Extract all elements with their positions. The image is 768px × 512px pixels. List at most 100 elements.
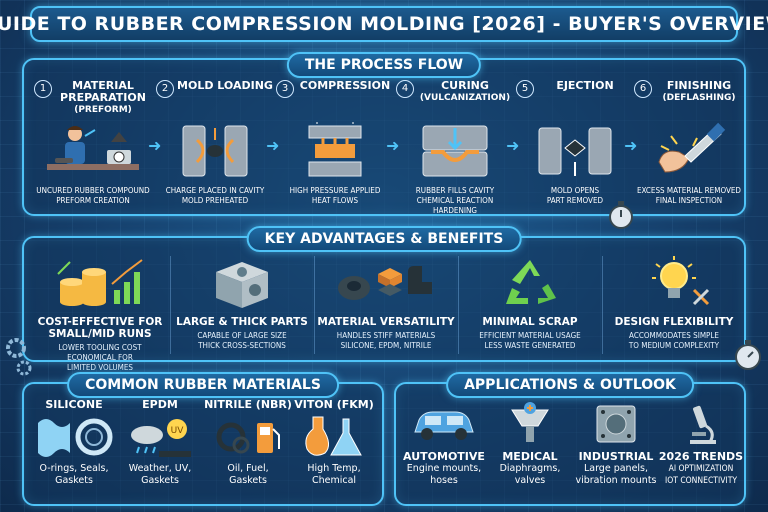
step-desc-line: PART REMOVED <box>546 196 604 205</box>
step-title: COMPRESSION <box>299 79 391 92</box>
advantage-desc-line: CAPABLE OF LARGE SIZE <box>197 331 287 340</box>
title-banner: GUIDE TO RUBBER COMPRESSION MOLDING [202… <box>0 6 768 42</box>
advantage-desc-line: SILICONE, EPDM, NITRILE <box>340 341 432 350</box>
advantage-title-line: SMALL/MID RUNS <box>48 328 152 340</box>
advantage-design-flexibility: DESIGN FLEXIBILITY ACCOMMODATES SIMPLE T… <box>604 252 744 351</box>
step-subtitle: (VULCANIZATION) <box>419 93 511 103</box>
material-nitrile: NITRILE (NBR) Oil, Fuel, Gaskets <box>204 398 292 487</box>
o-ring-icon <box>38 418 113 457</box>
step-title: FINISHING <box>666 79 732 92</box>
advantage-material-versatility: MATERIAL VERSATILITY HANDLES STIFF MATER… <box>316 252 456 351</box>
advantages-panel <box>22 236 746 362</box>
flow-arrow-icon: ➜ <box>386 136 400 155</box>
advantage-cost-effective: COST-EFFECTIVE FOR SMALL/MID RUNS LOWER … <box>30 252 170 373</box>
material-desc-line: Weather, UV, <box>128 463 192 474</box>
advantage-desc-line: TO MEDIUM COMPLEXITY <box>628 341 720 350</box>
step-desc-line: CHARGE PLACED IN CAVITY <box>165 186 265 195</box>
application-desc-line: vibration mounts <box>575 475 657 486</box>
advantage-desc-line: THICK CROSS-SECTIONS <box>198 341 286 350</box>
step-number: 2 <box>156 80 174 98</box>
step-number: 6 <box>634 80 652 98</box>
open-mold-icon <box>182 125 248 177</box>
step-title: EJECTION <box>556 79 614 92</box>
advantages-heading: KEY ADVANTAGES & BENEFITS <box>246 226 522 252</box>
step-number: 3 <box>276 80 294 98</box>
worker-scale-icon <box>47 126 139 170</box>
applications-heading: APPLICATIONS & OUTLOOK <box>446 372 694 398</box>
advantage-title-line: LARGE & THICK PARTS <box>176 316 308 328</box>
step-desc-line: UNCURED RUBBER COMPOUND <box>36 186 150 195</box>
fuel-pump-icon <box>216 422 280 454</box>
step-subtitle: (DEFLASHING) <box>662 93 736 103</box>
process-step-5: 5 EJECTION MOLD OPENS PART REMOVED <box>516 80 634 206</box>
step-desc-line: MOLD PREHEATED <box>181 196 249 205</box>
advantage-desc-line: HANDLES STIFF MATERIALS <box>336 331 436 340</box>
process-flow-panel <box>22 58 746 216</box>
application-automotive: AUTOMOTIVE Engine mounts, hoses <box>402 398 486 487</box>
step-desc-line: FINAL INSPECTION <box>655 196 723 205</box>
material-viton: VITON (FKM) High Temp, Chemical <box>290 398 378 487</box>
recycle-icon <box>506 260 556 304</box>
process-step-4: 4 CURING (VULCANIZATION) RUBBER FILLS CA… <box>396 80 514 216</box>
process-step-3: 3 COMPRESSION HIGH PRESSURE APPLIED HEAT… <box>276 80 394 206</box>
application-name: MEDICAL <box>502 450 558 463</box>
cure-mold-icon <box>422 125 488 177</box>
step-number: 1 <box>34 80 52 98</box>
material-desc-line: Gaskets <box>55 475 93 486</box>
process-step-6: 6 FINISHING (DEFLASHING) EXCESS MATERIAL… <box>634 80 744 206</box>
process-step-1: 1 MATERIAL PREPARATION (PREFORM) UNCURED… <box>34 80 152 206</box>
coins-chart-icon <box>57 259 143 306</box>
application-name: AUTOMOTIVE <box>403 450 485 463</box>
advantage-desc-line: ECONOMICAL FOR <box>67 353 133 362</box>
step-desc-line: HEAT FLOWS <box>311 196 359 205</box>
flask-icon <box>305 416 362 456</box>
stopwatch-icon <box>735 340 761 370</box>
material-desc-line: Gaskets <box>141 475 179 486</box>
advantage-title-line: MATERIAL VERSATILITY <box>317 316 455 328</box>
stopwatch-icon <box>609 201 633 229</box>
step-subtitle: (PREFORM) <box>74 105 132 115</box>
material-name: VITON (FKM) <box>294 398 374 411</box>
step-title: CURING <box>441 79 489 92</box>
page-title: GUIDE TO RUBBER COMPRESSION MOLDING [202… <box>0 13 768 35</box>
advantage-title-line: COST-EFFECTIVE FOR <box>37 316 163 328</box>
flow-arrow-icon: ➜ <box>266 136 280 155</box>
step-number: 5 <box>516 80 534 98</box>
material-desc-line: Gaskets <box>229 475 267 486</box>
flow-arrow-icon: ➜ <box>624 136 638 155</box>
rubber-parts-icon <box>338 266 432 300</box>
step-number: 4 <box>396 80 414 98</box>
advantage-desc-line: LESS WASTE GENERATED <box>484 341 576 350</box>
application-desc-line: hoses <box>430 475 458 486</box>
application-desc-line: Large panels, <box>583 463 649 474</box>
advantage-title-line: DESIGN FLEXIBILITY <box>614 316 734 328</box>
column-divider <box>602 256 603 354</box>
weather-uv-icon: UV <box>131 419 191 457</box>
process-step-2: 2 MOLD LOADING CHARGE PLACED IN CAVITY M… <box>156 80 274 206</box>
application-2026-trends: 2026 TRENDS AI OPTIMIZATION IOT CONNECTI… <box>658 398 744 487</box>
step-desc-line: CHEMICAL REACTION <box>416 196 494 205</box>
application-name: INDUSTRIAL <box>578 450 654 463</box>
step-title: MOLD LOADING <box>177 79 273 92</box>
material-epdm: EPDM UV Weather, UV, Gaskets <box>116 398 204 487</box>
step-desc-line: MOLD OPENS <box>550 186 600 195</box>
gear-icon <box>6 338 32 376</box>
material-desc-line: O-rings, Seals, <box>39 463 109 474</box>
application-industrial: INDUSTRIAL Large panels, vibration mount… <box>572 398 660 487</box>
advantage-desc-line: LOWER TOOLING COST <box>58 343 142 352</box>
material-name: NITRILE (NBR) <box>204 398 292 411</box>
column-divider <box>170 256 171 354</box>
step-desc-line: HARDENING <box>433 206 477 215</box>
material-desc-line: High Temp, <box>307 463 361 474</box>
advantage-desc-line: LIMITED VOLUMES <box>67 363 133 372</box>
lightbulb-icon <box>652 256 710 306</box>
step-desc-line: HIGH PRESSURE APPLIED <box>289 186 381 195</box>
material-desc-line: Chemical <box>311 475 357 486</box>
ejection-icon <box>538 127 612 176</box>
advantage-minimal-scrap: MINIMAL SCRAP EFFICIENT MATERIAL USAGE L… <box>460 252 600 351</box>
application-desc-line: valves <box>514 475 546 486</box>
column-divider <box>314 256 315 354</box>
car-icon <box>414 411 474 440</box>
material-name: SILICONE <box>45 398 103 411</box>
svg-text:UV: UV <box>171 426 185 436</box>
